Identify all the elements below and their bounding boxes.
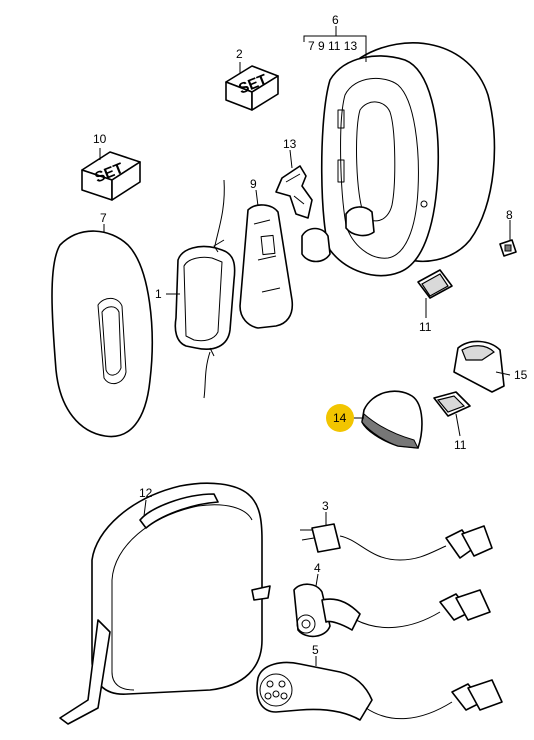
callout-11-upper: 11	[419, 320, 432, 334]
part-8-screw	[499, 239, 517, 257]
callout-5: 5	[312, 643, 319, 657]
callout-14: 14	[333, 411, 347, 425]
callout-6-sub: 7 9 11 13	[308, 39, 357, 53]
part-12-bag	[59, 482, 271, 725]
part-11-clip-lower	[433, 391, 471, 417]
part-14-cap	[361, 390, 423, 449]
cable-coupler	[301, 227, 331, 263]
callout-7: 7	[100, 211, 107, 225]
callout-12: 12	[139, 486, 153, 500]
callout-11-lower: 11	[454, 438, 467, 452]
callout-10: 10	[93, 132, 107, 146]
callout-13: 13	[283, 137, 297, 151]
part-9-cradle	[239, 204, 294, 329]
callout-8: 8	[506, 208, 513, 222]
part-10-set-box: SET	[81, 151, 141, 201]
callout-6: 6	[332, 13, 339, 27]
part-1-control-box	[174, 179, 236, 399]
callout-3: 3	[322, 499, 329, 513]
part-4-cable	[293, 583, 491, 638]
part-7-wall-plate	[51, 230, 153, 438]
part-2-set-box: SET	[225, 65, 279, 111]
callout-9: 9	[250, 177, 257, 191]
highlight-circle-14	[326, 404, 354, 432]
part-13-bracket	[275, 165, 313, 219]
leader-lines	[99, 26, 511, 666]
part-3-cable	[300, 523, 493, 561]
callout-1: 1	[155, 287, 162, 301]
callout-15: 15	[514, 368, 528, 382]
part-11-clip-upper	[417, 269, 453, 299]
part-5-cable	[256, 661, 503, 721]
callout-4: 4	[314, 561, 321, 575]
callout-2: 2	[236, 47, 243, 61]
part-6-wall-holder	[320, 42, 496, 277]
part-15-cover-piece	[453, 340, 505, 393]
